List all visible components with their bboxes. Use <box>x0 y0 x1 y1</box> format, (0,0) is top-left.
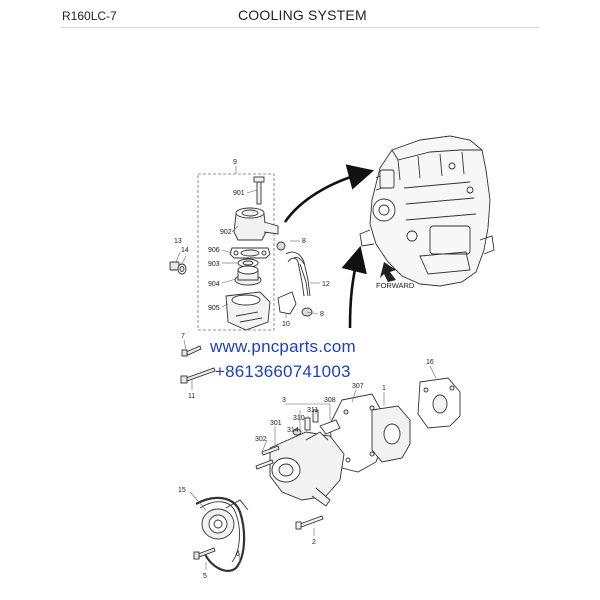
callout-310: 310 <box>293 415 305 422</box>
callout-12: 12 <box>322 281 330 288</box>
callout-308: 308 <box>324 397 336 404</box>
header-rule <box>60 27 540 28</box>
callout-7: 7 <box>181 333 185 340</box>
callout-302: 302 <box>255 436 267 443</box>
callout-903: 903 <box>208 261 220 268</box>
gasket-10 <box>277 291 297 315</box>
callout-16: 16 <box>426 359 434 366</box>
callout-906: 906 <box>208 247 220 254</box>
callout-9: 9 <box>233 159 237 166</box>
callout-1: 1 <box>382 385 386 392</box>
model-number: R160LC-7 <box>62 9 117 23</box>
callout-3: 3 <box>282 397 286 404</box>
callout-8-lower: 8 <box>320 311 324 318</box>
water-pump-group <box>255 377 461 530</box>
callout-10: 10 <box>282 321 290 328</box>
callout-314: 314 <box>287 427 299 434</box>
hose-and-clamps <box>276 241 313 317</box>
callout-6: 6 <box>236 551 240 558</box>
callout-902: 902 <box>220 229 232 236</box>
arrow-to-thermostat-location <box>283 164 375 223</box>
callout-8-upper: 8 <box>302 238 306 245</box>
callout-301: 301 <box>270 420 282 427</box>
callout-2: 2 <box>312 539 316 546</box>
leader-lines <box>175 189 437 570</box>
callout-905: 905 <box>208 305 220 312</box>
callout-904: 904 <box>208 281 220 288</box>
watermark-website: www.pncparts.com <box>210 337 356 356</box>
callout-14: 14 <box>181 247 189 254</box>
callout-311: 311 <box>307 407 318 414</box>
callout-901: 901 <box>233 190 245 197</box>
callout-11: 11 <box>188 393 195 400</box>
bolts-7-11 <box>180 345 216 384</box>
forward-arrow-icon <box>380 262 396 282</box>
arrow-to-pump-location <box>341 245 367 329</box>
plug-and-gasket <box>169 261 187 275</box>
callout-5: 5 <box>203 573 207 580</box>
fan-pulley-and-belt <box>195 496 249 572</box>
watermark-phone: +8613660741003 <box>215 362 351 381</box>
forward-label: FORWARD <box>376 281 415 290</box>
bolt-5 <box>193 547 216 560</box>
thermostat-assembly <box>225 176 279 331</box>
callout-13: 13 <box>174 238 182 245</box>
callout-307: 307 <box>352 383 364 390</box>
callout-15: 15 <box>178 487 186 494</box>
engine-block <box>359 135 495 287</box>
page-title: COOLING SYSTEM <box>238 7 367 23</box>
